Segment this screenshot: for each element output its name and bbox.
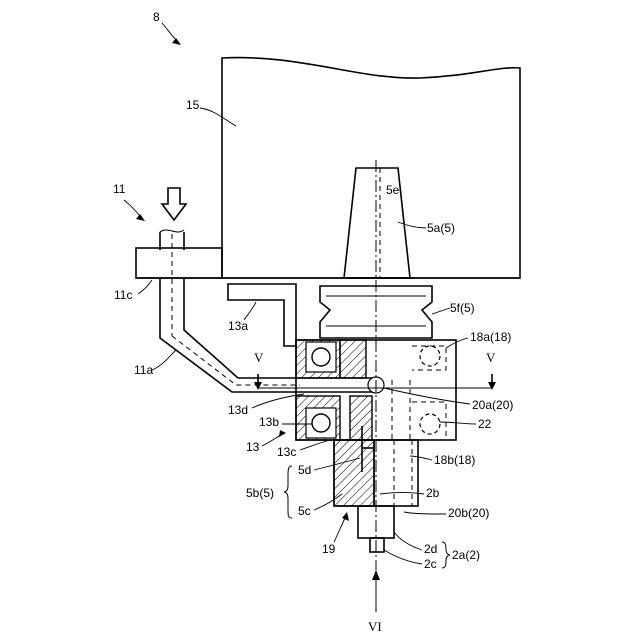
section-v-right-arrow: [488, 382, 496, 390]
label-shank-top: 5e: [386, 183, 400, 197]
label-arm-group: 11: [113, 182, 126, 196]
label-flange: 5f(5): [450, 301, 475, 315]
label-holder-plate: 13a: [228, 319, 248, 333]
channel-top-leader: [384, 388, 470, 404]
label-part-2d: 2d: [424, 542, 437, 556]
view-vi-arrowhead: [372, 570, 380, 580]
label-bearing: 13b: [259, 415, 279, 429]
part-19-leader: [334, 516, 346, 542]
flow-arrow-icon: [162, 188, 186, 220]
holder-arrowhead: [279, 430, 286, 437]
label-taper: 5a(5): [427, 221, 455, 235]
label-sensor-top: 18a(18): [470, 330, 511, 344]
fig-ref-arrowhead: [172, 38, 181, 45]
upper-bearing-ball: [312, 348, 330, 366]
lower-bearing-ball: [312, 414, 330, 432]
flange-leader: [432, 308, 450, 314]
shaft-hatch-lower: [350, 396, 372, 440]
label-sensor-bottom: 18b(18): [434, 453, 475, 467]
label-part-5c: 5c: [298, 504, 311, 518]
holder-plate-13a: [228, 284, 296, 346]
brace-2a: [442, 542, 450, 568]
label-part-19: 19: [322, 542, 336, 556]
nozzle-cut: [160, 230, 184, 232]
section-v-left-arrow: [254, 382, 262, 390]
label-channel-top: 20a(20): [472, 398, 513, 412]
part-19-arrowhead: [342, 512, 349, 521]
label-arm: 11a: [134, 363, 153, 377]
label-part-2b: 2b: [426, 486, 440, 500]
arm-11a-outer: [160, 278, 290, 392]
part-2d-leader: [394, 532, 422, 550]
label-housing: 15: [186, 98, 200, 112]
seal-22-ball: [420, 414, 440, 434]
sensor-18a-ball: [420, 346, 440, 366]
arm-block-11c: [136, 248, 222, 278]
label-channel-bottom: 20b(20): [448, 506, 489, 520]
label-group-5b: 5b(5): [246, 486, 274, 500]
label-holder-shaft: 13d: [228, 403, 248, 417]
label-arm-block: 11c: [114, 288, 132, 302]
holder-base-leader: [300, 440, 330, 450]
part-2c-leader: [384, 550, 422, 564]
holder-plate-leader: [244, 302, 256, 320]
shaft-hatch-upper: [340, 340, 366, 378]
taper-leader: [398, 222, 426, 228]
seal-leader: [440, 422, 476, 424]
label-section-v-left: V: [254, 350, 264, 365]
arm-leader: [152, 350, 176, 370]
label-fig-ref: 8: [153, 10, 160, 24]
label-group-2a: 2a(2): [452, 548, 480, 562]
sensor-bottom-leader: [410, 456, 432, 460]
label-part-5d: 5d: [298, 463, 311, 477]
label-part-2c: 2c: [424, 557, 437, 571]
channel-bottom-leader: [404, 512, 446, 514]
label-view-vi: VI: [368, 619, 382, 634]
housing-leader: [200, 108, 236, 126]
arm-group-arrowhead: [136, 214, 145, 221]
arm-block-leader: [138, 280, 152, 294]
brace-5b: [284, 466, 292, 518]
label-section-v-right: V: [486, 350, 496, 365]
label-holder: 13: [246, 440, 260, 454]
label-holder-base: 13c: [277, 445, 296, 459]
label-seal: 22: [478, 417, 492, 431]
spindle-tip-2c: [370, 538, 384, 552]
lower-body-hatch: [334, 440, 374, 506]
